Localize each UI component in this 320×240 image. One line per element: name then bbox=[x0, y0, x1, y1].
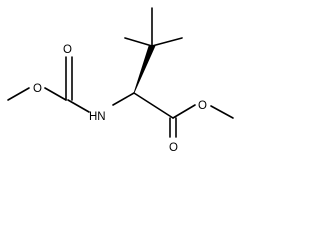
atom-nh: HN bbox=[89, 111, 106, 123]
molecule-svg: O O HN O O bbox=[7, 7, 234, 152]
bond-alpha-tbu-wedge bbox=[133, 45, 156, 94]
atom-ester-o-right: O bbox=[198, 100, 207, 112]
bond-ester-c-o bbox=[172, 104, 196, 119]
bond-alpha-ester-c bbox=[133, 92, 174, 119]
atom-carbonyl-o-right: O bbox=[169, 142, 178, 152]
structure-diagram: O O HN O O bbox=[0, 0, 250, 152]
bond-tbu-left-methyl bbox=[124, 37, 153, 47]
bond-methyl-o-left bbox=[7, 87, 30, 101]
bond-ester-o-methyl bbox=[210, 105, 234, 119]
bond-n-alpha bbox=[112, 92, 135, 106]
bond-tbu-right-methyl bbox=[151, 37, 183, 47]
bond-carbamate-c-n bbox=[67, 99, 90, 113]
bond-o-carbamate-c bbox=[44, 87, 67, 101]
atom-ester-o-left: O bbox=[33, 83, 42, 95]
atom-carbonyl-o-left: O bbox=[63, 44, 72, 56]
